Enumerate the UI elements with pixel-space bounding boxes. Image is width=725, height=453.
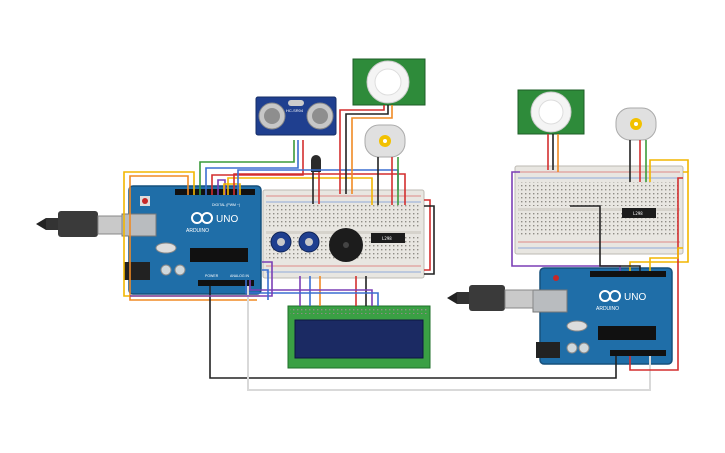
arduino-left[interactable]: UNO ARDUINO DIGITAL (PWM ~) POWER ANALOG… xyxy=(121,185,262,295)
arduino-brand-label: ARDUINO xyxy=(596,306,619,312)
chip-label: L298 xyxy=(382,236,392,241)
ultrasonic-model-label: HC-SR04 xyxy=(286,108,304,113)
temperature-sensor-icon[interactable] xyxy=(311,155,321,172)
dc-motor-icon[interactable] xyxy=(615,107,657,141)
potentiometer-icon[interactable] xyxy=(270,231,292,253)
wires xyxy=(123,105,689,391)
arduino-model-label: UNO xyxy=(216,214,238,225)
arduino-logo-icon xyxy=(599,290,621,302)
chip-label: L298 xyxy=(633,211,643,216)
lcd-display[interactable] xyxy=(287,305,431,369)
power-pins-label: POWER xyxy=(205,274,219,278)
usb-plug-icon xyxy=(447,285,534,311)
l298-chip-left[interactable]: L298 xyxy=(371,233,405,243)
potentiometer-icon[interactable] xyxy=(298,231,320,253)
buzzer-icon[interactable] xyxy=(329,228,363,262)
l298-chip-right[interactable]: L298 xyxy=(622,208,656,218)
analog-pins-label: ANALOG IN xyxy=(230,274,250,278)
arduino-right[interactable]: UNO ARDUINO xyxy=(532,267,673,365)
arduino-logo-icon xyxy=(191,212,213,224)
pir-sensor-icon[interactable] xyxy=(352,58,426,106)
ultrasonic-sensor[interactable]: HC-SR04 xyxy=(255,96,337,136)
usb-plug-icon xyxy=(36,211,123,237)
digital-pins-label: DIGITAL (PWM ~) xyxy=(212,203,240,207)
arduino-model-label: UNO xyxy=(624,292,646,303)
arduino-brand-label: ARDUINO xyxy=(186,228,209,234)
breadboard-right[interactable] xyxy=(514,165,684,255)
pir-sensor-icon[interactable] xyxy=(517,89,585,135)
dc-motor-icon[interactable] xyxy=(364,124,406,158)
